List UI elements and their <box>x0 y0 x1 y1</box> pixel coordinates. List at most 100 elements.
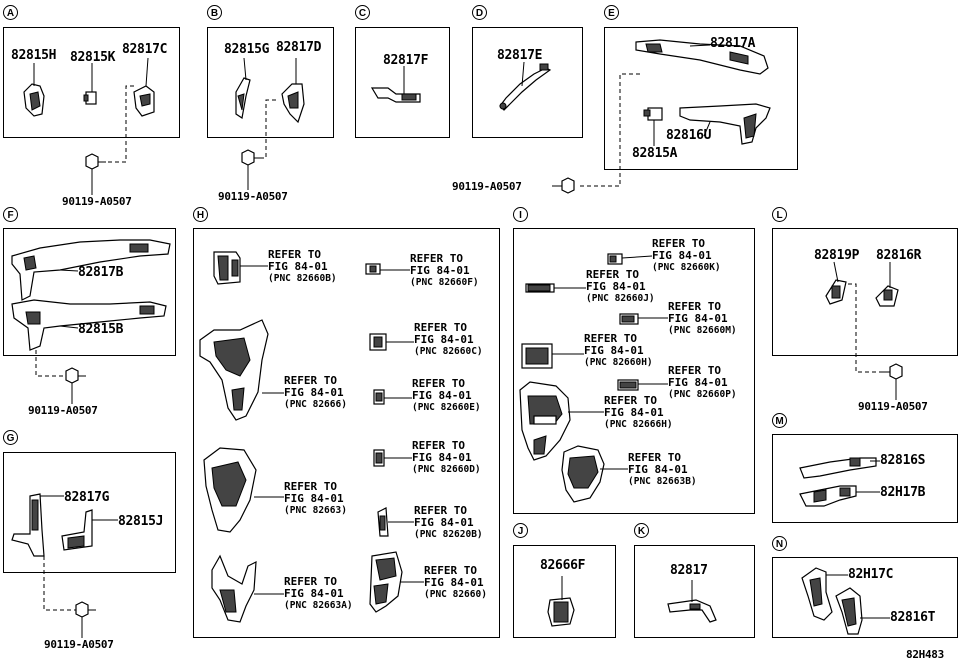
refer-line2: FIG 84-01 <box>412 389 472 402</box>
part-82816s-shape <box>799 457 877 479</box>
label-82817e: 82817E <box>497 48 543 63</box>
part-82817e-shape <box>499 63 552 111</box>
refer-line1: REFER TO <box>584 332 637 345</box>
label-82815a: 82815A <box>632 146 678 161</box>
refer-line1: REFER TO <box>424 564 477 577</box>
part-82817d-shape <box>281 83 305 124</box>
i-shape-82666h <box>519 381 571 461</box>
part-82815g-shape <box>235 77 251 120</box>
part-82817g-shape <box>11 493 45 557</box>
refer-pnc: (PNC 82666H) <box>604 419 673 430</box>
section-marker-l: L <box>772 207 787 222</box>
section-marker-k: K <box>634 523 649 538</box>
panel-j <box>513 545 616 638</box>
part-82h17c-shape <box>801 567 833 621</box>
refer-pnc: (PNC 82660M) <box>668 325 737 336</box>
part-82817a-shape <box>635 39 769 75</box>
refer-line2: FIG 84-01 <box>284 492 344 505</box>
i-shape-82663b <box>561 445 605 503</box>
h-shape-82663a <box>211 554 257 623</box>
h-shape-82663 <box>203 447 257 533</box>
label-82816r: 82816R <box>876 248 922 263</box>
i-shape-82660h <box>521 343 553 369</box>
h-shape-82620b <box>377 507 389 537</box>
refer-line2: FIG 84-01 <box>652 249 712 262</box>
panel-b <box>207 27 334 138</box>
refer-line2: FIG 84-01 <box>604 406 664 419</box>
refer-line1: REFER TO <box>586 268 639 281</box>
refer-line2: FIG 84-01 <box>284 386 344 399</box>
refer-pnc: (PNC 82660) <box>424 589 487 600</box>
label-82817d: 82817D <box>276 40 322 55</box>
section-marker-h: H <box>193 207 208 222</box>
refer-line2: FIG 84-01 <box>410 264 470 277</box>
section-marker-e: E <box>604 5 619 20</box>
i-shape-82660p <box>617 379 639 391</box>
section-marker-i: I <box>513 207 528 222</box>
bolt-g-shape <box>75 601 96 618</box>
refer-line1: REFER TO <box>284 575 337 588</box>
refer-line1: REFER TO <box>284 480 337 493</box>
label-bolt-f: 90119-A0507 <box>28 404 98 417</box>
part-82815a-shape <box>643 107 663 121</box>
refer-line2: FIG 84-01 <box>414 516 474 529</box>
label-82817: 82817 <box>670 563 708 578</box>
section-marker-m: M <box>772 413 787 428</box>
refer-pnc: (PNC 82663) <box>284 505 347 516</box>
section-marker-j: J <box>513 523 528 538</box>
label-82817g: 82817G <box>64 490 110 505</box>
i-shape-82660m <box>619 313 639 325</box>
part-82816r-shape <box>875 285 899 307</box>
section-marker-g: G <box>3 430 18 445</box>
h-shape-82660f <box>365 263 381 275</box>
refer-line1: REFER TO <box>652 237 705 250</box>
bolt-a-shape <box>85 153 106 170</box>
label-82815h: 82815H <box>11 48 57 63</box>
part-82666f-shape <box>547 597 575 627</box>
refer-line1: REFER TO <box>668 300 721 313</box>
refer-pnc: (PNC 82620B) <box>414 529 483 540</box>
panel-n <box>772 557 958 638</box>
label-bolt-e: 90119-A0507 <box>452 180 522 193</box>
h-shape-82660e <box>373 389 385 405</box>
refer-line1: REFER TO <box>284 374 337 387</box>
label-bolt-b: 90119-A0507 <box>218 190 288 203</box>
refer-line2: FIG 84-01 <box>586 280 646 293</box>
section-marker-d: D <box>472 5 487 20</box>
refer-line1: REFER TO <box>410 252 463 265</box>
refer-pnc: (PNC 82663B) <box>628 476 697 487</box>
refer-line2: FIG 84-01 <box>424 576 484 589</box>
section-marker-f: F <box>3 207 18 222</box>
label-82817c: 82817C <box>122 42 168 57</box>
label-82817a: 82817A <box>710 36 756 51</box>
refer-pnc: (PNC 82660K) <box>652 262 721 273</box>
part-82817c-shape <box>133 85 155 117</box>
refer-pnc: (PNC 82663A) <box>284 600 353 611</box>
label-82666f: 82666F <box>540 558 586 573</box>
part-82815j-shape <box>61 509 93 551</box>
refer-line2: FIG 84-01 <box>584 344 644 357</box>
bolt-b-shape <box>241 149 262 166</box>
refer-line2: FIG 84-01 <box>668 376 728 389</box>
label-bolt-l: 90119-A0507 <box>858 400 928 413</box>
panel-i <box>513 228 755 514</box>
part-82815k-shape <box>83 91 97 105</box>
refer-pnc: (PNC 82660P) <box>668 389 737 400</box>
